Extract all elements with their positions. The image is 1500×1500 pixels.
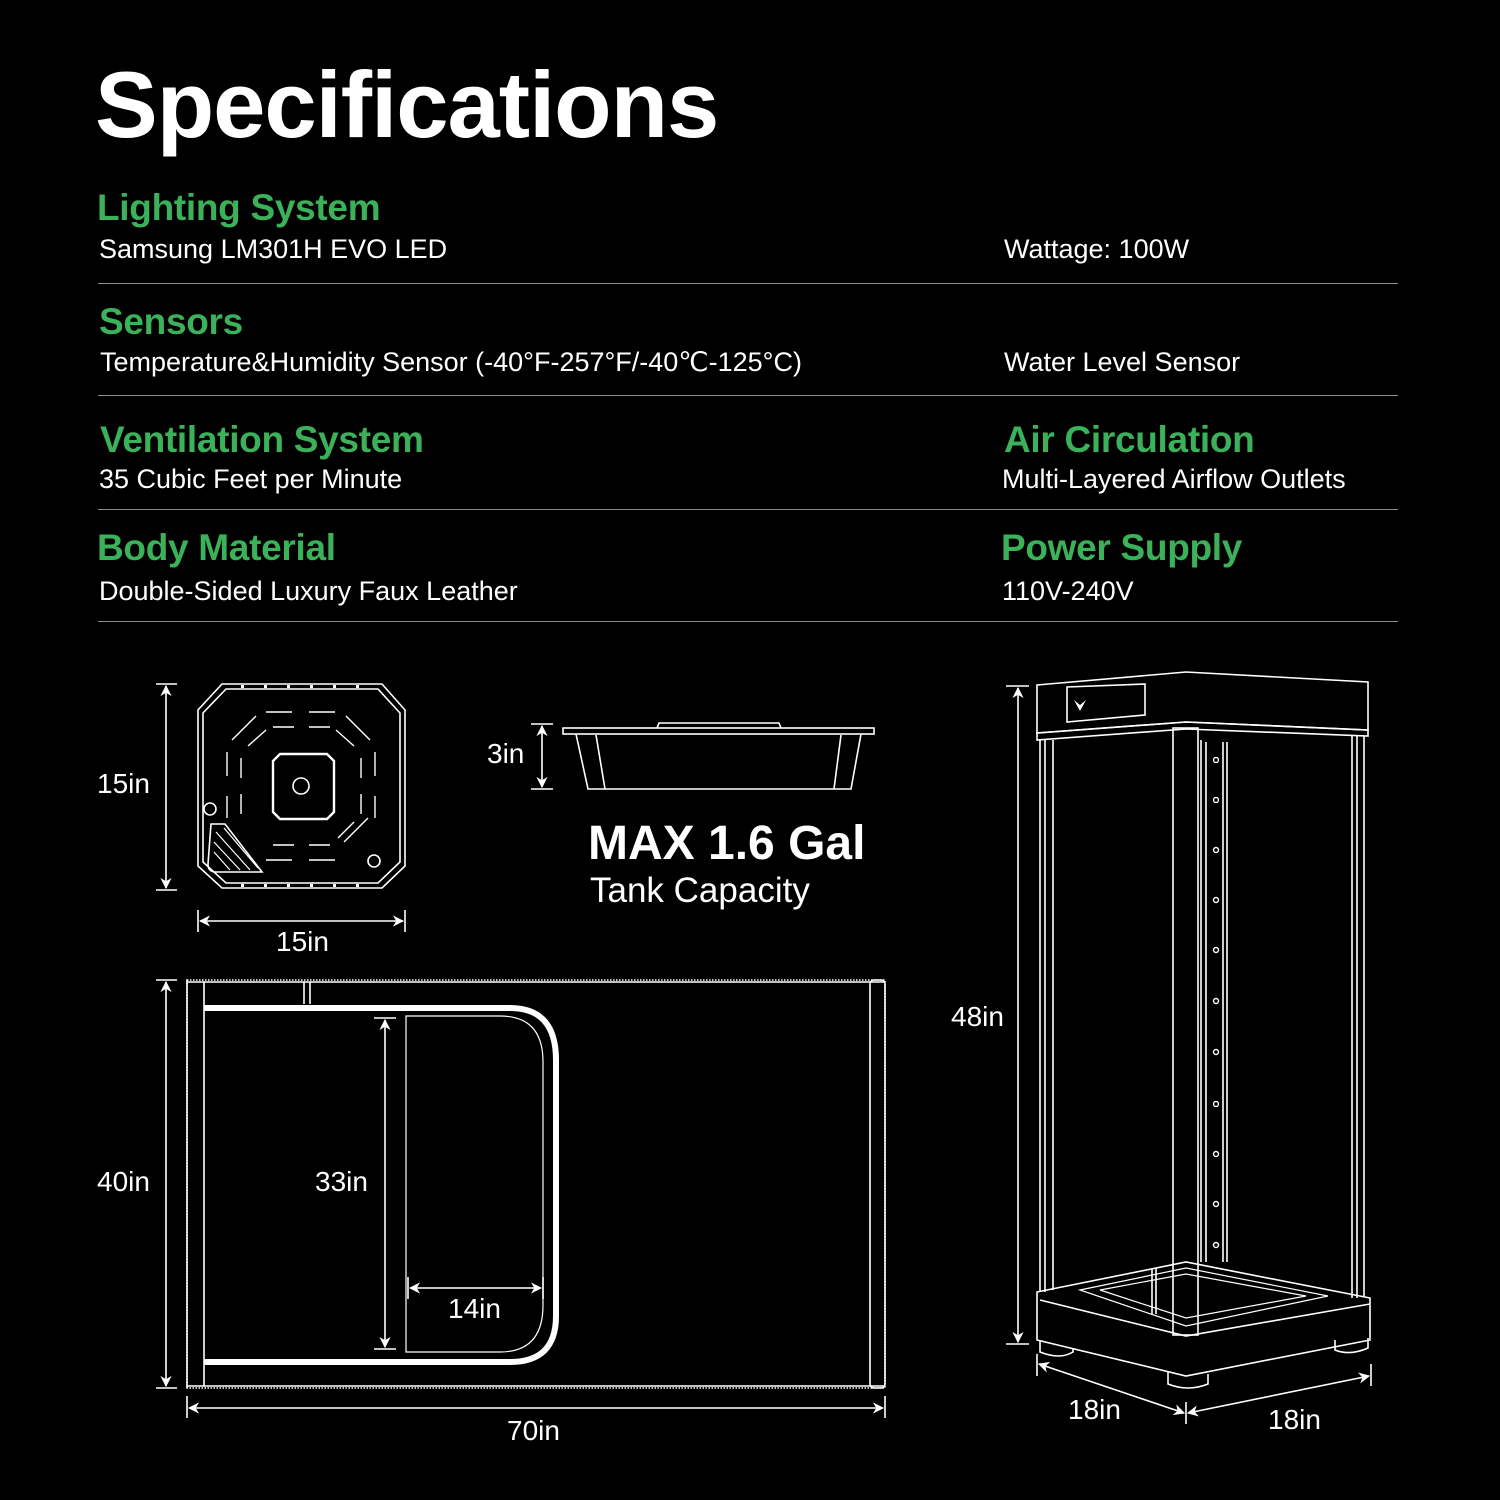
tray-width-label: 15in: [276, 926, 329, 957]
divider: [98, 621, 1398, 622]
spec-value-power-supply: 110V-240V: [1002, 576, 1134, 606]
page-title: Specifications: [95, 52, 719, 157]
panel-height-label: 40in: [97, 1166, 150, 1197]
body-panel-icon: [186, 979, 886, 1389]
cabinet-height-label: 48in: [951, 1001, 1004, 1032]
cabinet-width-label: 18in: [1268, 1404, 1321, 1435]
spec-label-body-material: Body Material: [97, 527, 336, 568]
door-width-label: 14in: [448, 1293, 501, 1324]
spec-label-air-circulation: Air Circulation: [1004, 419, 1255, 460]
spec-value-lighting: Samsung LM301H EVO LED: [99, 234, 448, 264]
spec-label-power-supply: Power Supply: [1001, 527, 1243, 568]
divider: [98, 509, 1398, 510]
spec-value-air-circulation: Multi-Layered Airflow Outlets: [1002, 464, 1346, 494]
spec-value-body-material: Double-Sided Luxury Faux Leather: [99, 576, 518, 606]
spec-value-water-sensor: Water Level Sensor: [1004, 347, 1241, 377]
cabinet-3d-icon: [1036, 671, 1371, 1389]
door-height-label: 33in: [315, 1166, 368, 1197]
tank-capacity-value: MAX 1.6 Gal: [588, 817, 866, 870]
tray-top-view-icon: [197, 683, 406, 889]
spec-label-sensors: Sensors: [99, 301, 243, 342]
tank-side-view-icon: [562, 722, 875, 790]
divider: [98, 395, 1398, 396]
divider: [98, 283, 1398, 284]
panel-width-label: 70in: [507, 1415, 560, 1446]
cabinet-depth-label: 18in: [1068, 1394, 1121, 1425]
spec-label-lighting: Lighting System: [97, 187, 381, 228]
tank-height-label: 3in: [487, 738, 525, 769]
tray-height-label: 15in: [97, 768, 150, 799]
spec-value-ventilation: 35 Cubic Feet per Minute: [99, 464, 403, 494]
spec-value-wattage: Wattage: 100W: [1004, 234, 1190, 264]
spec-label-ventilation: Ventilation System: [100, 419, 424, 460]
spec-value-sensors: Temperature&Humidity Sensor (-40°F-257°F…: [100, 347, 802, 377]
tank-capacity-label: Tank Capacity: [590, 871, 810, 910]
